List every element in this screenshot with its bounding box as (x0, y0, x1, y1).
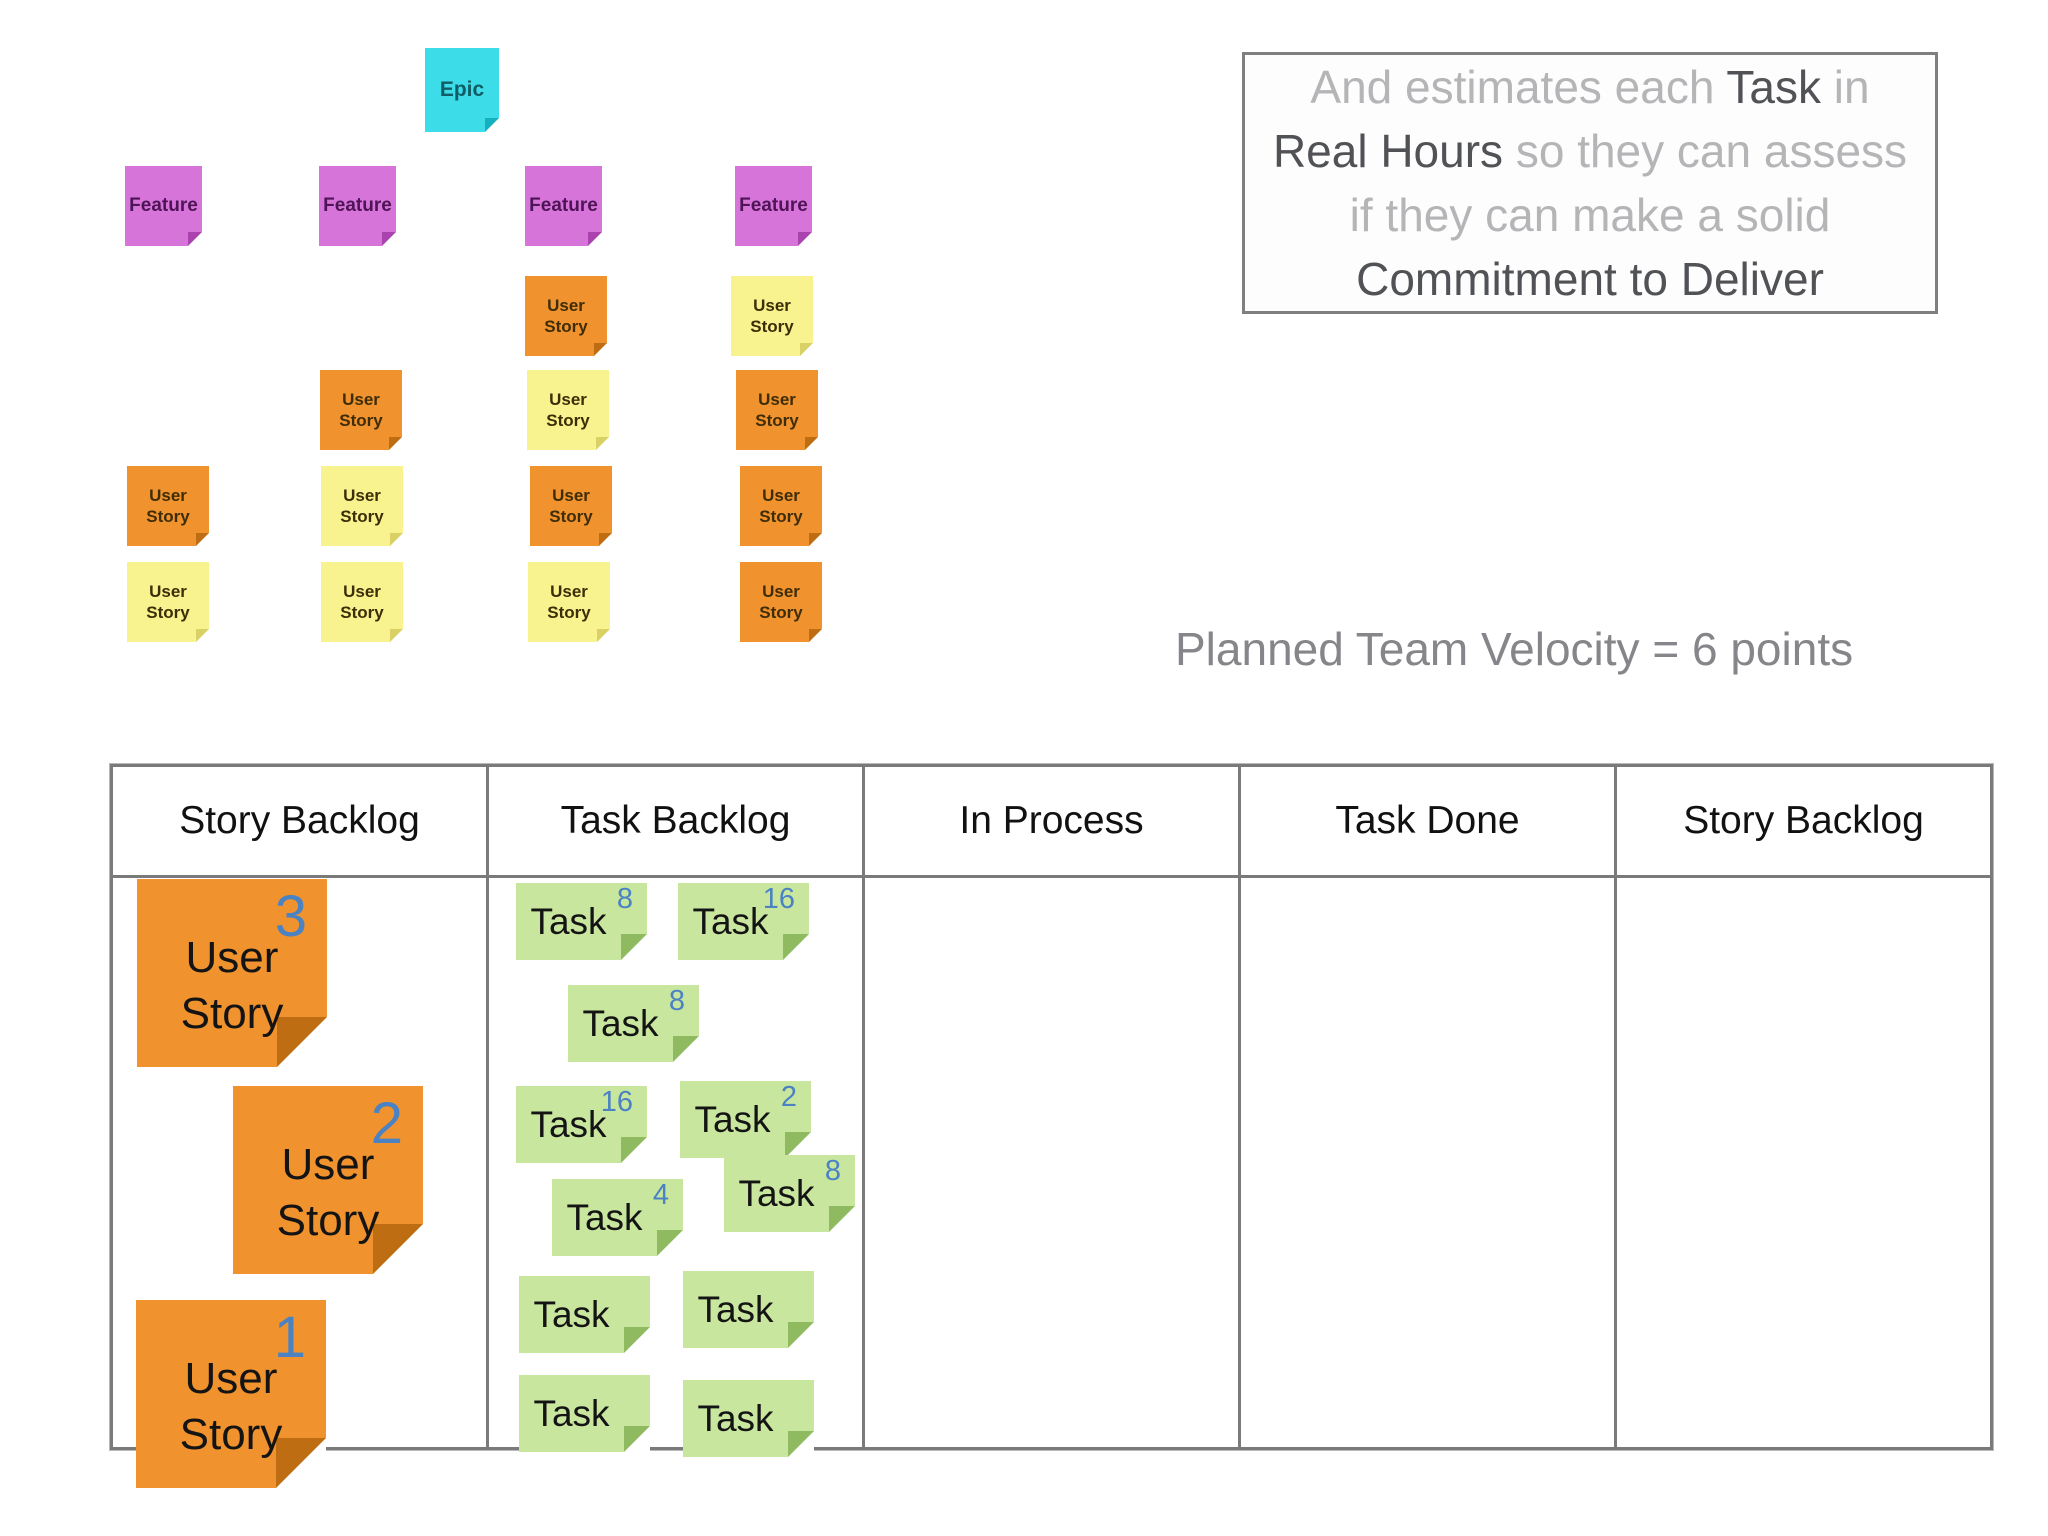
user-story-note-5-label: User Story (755, 389, 799, 430)
user-story-note-6-label: User Story (146, 485, 190, 526)
task-note-1: Task 8 (516, 883, 647, 960)
epic-note-label: Epic (439, 78, 485, 101)
task-note-9: Task (683, 1271, 814, 1348)
task-note-8-label: Task (533, 1293, 610, 1335)
user-story-note-1-label: User Story (544, 295, 588, 336)
feature-note-1: Feature (125, 166, 202, 246)
task-note-4-label: Task (530, 1103, 607, 1145)
task-note-6: Task 8 (724, 1155, 855, 1232)
task-note-11-label: Task (697, 1397, 774, 1439)
feature-note-4-label: Feature (739, 195, 808, 216)
task-note-1-label: Task (530, 900, 607, 942)
board-column-2: Task Backlog (489, 767, 865, 1447)
annotation-segment-1-1: And estimates each (1310, 61, 1727, 113)
task-note-8: Task (519, 1276, 650, 1353)
task-note-11: Task (683, 1380, 814, 1457)
feature-note-2-label: Feature (323, 195, 392, 216)
task-note-6-label: Task (738, 1172, 815, 1214)
board-column-header-3: In Process (865, 767, 1238, 878)
user-story-note-8-label: User Story (549, 485, 593, 526)
board-column-header-2: Task Backlog (489, 767, 862, 878)
user-story-note-7: User Story (321, 466, 403, 546)
user-story-note-1: User Story (525, 276, 607, 356)
annotation-line-1: And estimates each Task in (1245, 55, 1935, 119)
user-story-note-2-label: User Story (750, 295, 794, 336)
board-column-3: In Process (865, 767, 1241, 1447)
task-note-5-number: 2 (780, 1081, 797, 1113)
annotation-segment-1-3: in (1820, 61, 1870, 113)
user-story-note-11: User Story (321, 562, 403, 642)
user-story-note-3: User Story (320, 370, 402, 450)
task-note-9-label: Task (697, 1288, 774, 1330)
task-note-3: Task 8 (568, 985, 699, 1062)
backlog-user-story-note-2-label: User Story (276, 1139, 380, 1245)
task-note-2-number: 16 (762, 883, 795, 915)
backlog-user-story-note-1-number: 3 (274, 884, 307, 949)
user-story-note-12: User Story (528, 562, 610, 642)
backlog-user-story-note-3-label: User Story (179, 1353, 283, 1459)
board-column-4: Task Done (1241, 767, 1617, 1447)
user-story-note-3-label: User Story (339, 389, 383, 430)
backlog-user-story-note-3-number: 1 (273, 1305, 306, 1370)
annotation-segment-3-1: if they can make a solid (1349, 189, 1831, 241)
user-story-note-8: User Story (530, 466, 612, 546)
board-column-header-1: Story Backlog (113, 767, 486, 878)
annotation-segment-2-2: so they can assess (1503, 125, 1908, 177)
user-story-note-10: User Story (127, 562, 209, 642)
user-story-note-4: User Story (527, 370, 609, 450)
board-column-header-5: Story Backlog (1617, 767, 1990, 878)
task-note-2-label: Task (692, 900, 769, 942)
annotation-line-4: Commitment to Deliver (1245, 247, 1935, 311)
user-story-note-6: User Story (127, 466, 209, 546)
feature-note-2: Feature (319, 166, 396, 246)
annotation-segment-4-1: Commitment to Deliver (1356, 253, 1824, 305)
user-story-note-12-label: User Story (547, 581, 591, 622)
epic-note: Epic (425, 48, 499, 132)
board-column-1: Story Backlog (113, 767, 489, 1447)
task-note-1-number: 8 (616, 883, 633, 915)
task-note-5-label: Task (694, 1098, 771, 1140)
task-note-3-number: 8 (668, 985, 685, 1017)
feature-note-4: Feature (735, 166, 812, 246)
annotation-segment-1-2: Task (1726, 61, 1821, 113)
user-story-note-9-label: User Story (759, 485, 803, 526)
user-story-note-13-label: User Story (759, 581, 803, 622)
task-note-4-number: 16 (600, 1086, 633, 1118)
feature-note-3-label: Feature (529, 195, 598, 216)
user-story-note-2: User Story (731, 276, 813, 356)
task-note-6-number: 8 (824, 1155, 841, 1187)
board-column-5: Story Backlog (1617, 767, 1990, 1447)
user-story-note-4-label: User Story (546, 389, 590, 430)
task-note-10: Task (519, 1375, 650, 1452)
task-note-10-label: Task (533, 1392, 610, 1434)
backlog-user-story-note-1-label: User Story (180, 932, 284, 1038)
user-story-note-13: User Story (740, 562, 822, 642)
user-story-note-9: User Story (740, 466, 822, 546)
feature-note-3: Feature (525, 166, 602, 246)
annotation-segment-2-1: Real Hours (1272, 125, 1504, 177)
feature-note-1-label: Feature (129, 195, 198, 216)
task-note-5: Task 2 (680, 1081, 811, 1158)
task-note-7-number: 4 (652, 1179, 669, 1211)
annotation-line-2: Real Hours so they can assess (1245, 119, 1935, 183)
user-story-note-5: User Story (736, 370, 818, 450)
backlog-user-story-note-2-number: 2 (370, 1091, 403, 1156)
board-column-header-4: Task Done (1241, 767, 1614, 878)
task-note-7-label: Task (566, 1196, 643, 1238)
user-story-note-7-label: User Story (340, 485, 384, 526)
task-note-3-label: Task (582, 1002, 659, 1044)
annotation-line-3: if they can make a solid (1245, 183, 1935, 247)
task-note-7: Task 4 (552, 1179, 683, 1256)
user-story-note-11-label: User Story (340, 581, 384, 622)
user-story-note-10-label: User Story (146, 581, 190, 622)
velocity-text: Planned Team Velocity = 6 points (1175, 623, 1854, 675)
